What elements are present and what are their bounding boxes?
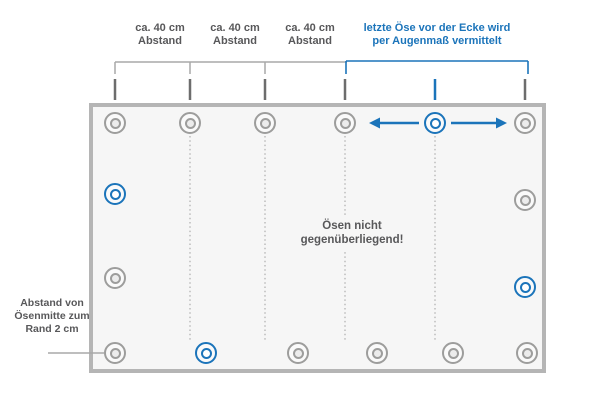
eyelet-gray-icon [514,112,536,134]
eyelet-inner-ring [109,347,121,359]
eyelet-gray-icon [334,112,356,134]
eyelet-gray-icon [254,112,276,134]
eyelet-gray-icon [514,189,536,211]
eyelet-inner-ring [519,117,531,129]
eyelet-inner-ring [447,347,459,359]
eyelet-gray-icon [104,112,126,134]
eyelet-inner-ring [429,117,441,129]
eyelet-gray-icon [366,342,388,364]
eyelet-gray-icon [104,342,126,364]
eyelet-inner-ring [109,272,121,284]
eyelet-inner-ring [184,117,196,129]
measure-label-3: ca. 40 cm Abstand [285,22,335,48]
eyelet-blue-icon [104,183,126,205]
eyelet-inner-ring [371,347,383,359]
edge-distance-note: Abstand von Ösenmitte zum Rand 2 cm [14,297,90,335]
eyelet-inner-ring [521,347,533,359]
eyelet-inner-ring [259,117,271,129]
eyelet-gray-icon [287,342,309,364]
corner-eyelet-note: letzte Öse vor der Ecke wird per Augenma… [363,22,511,48]
arrow-right-icon [496,117,507,129]
eyelet-inner-ring [519,194,531,206]
eyelet-inner-ring [292,347,304,359]
arrow-left-icon [369,117,380,129]
eyelet-inner-ring [519,281,531,293]
eyelet-inner-ring [109,188,121,200]
eyelet-gray-icon [179,112,201,134]
eyelet-inner-ring [339,117,351,129]
eyelet-gray-icon [104,267,126,289]
measure-label-1: ca. 40 cm Abstand [135,22,185,48]
eyelet-inner-ring [109,117,121,129]
eyelet-gray-icon [442,342,464,364]
eyelet-blue-icon [514,276,536,298]
eyelet-blue-icon [195,342,217,364]
eyelet-blue-icon [424,112,446,134]
eyelet-inner-ring [200,347,212,359]
eyelet-gray-icon [516,342,538,364]
measure-label-2: ca. 40 cm Abstand [210,22,260,48]
opposite-eyelets-note: Ösen nicht gegenüberliegend! [274,216,430,251]
